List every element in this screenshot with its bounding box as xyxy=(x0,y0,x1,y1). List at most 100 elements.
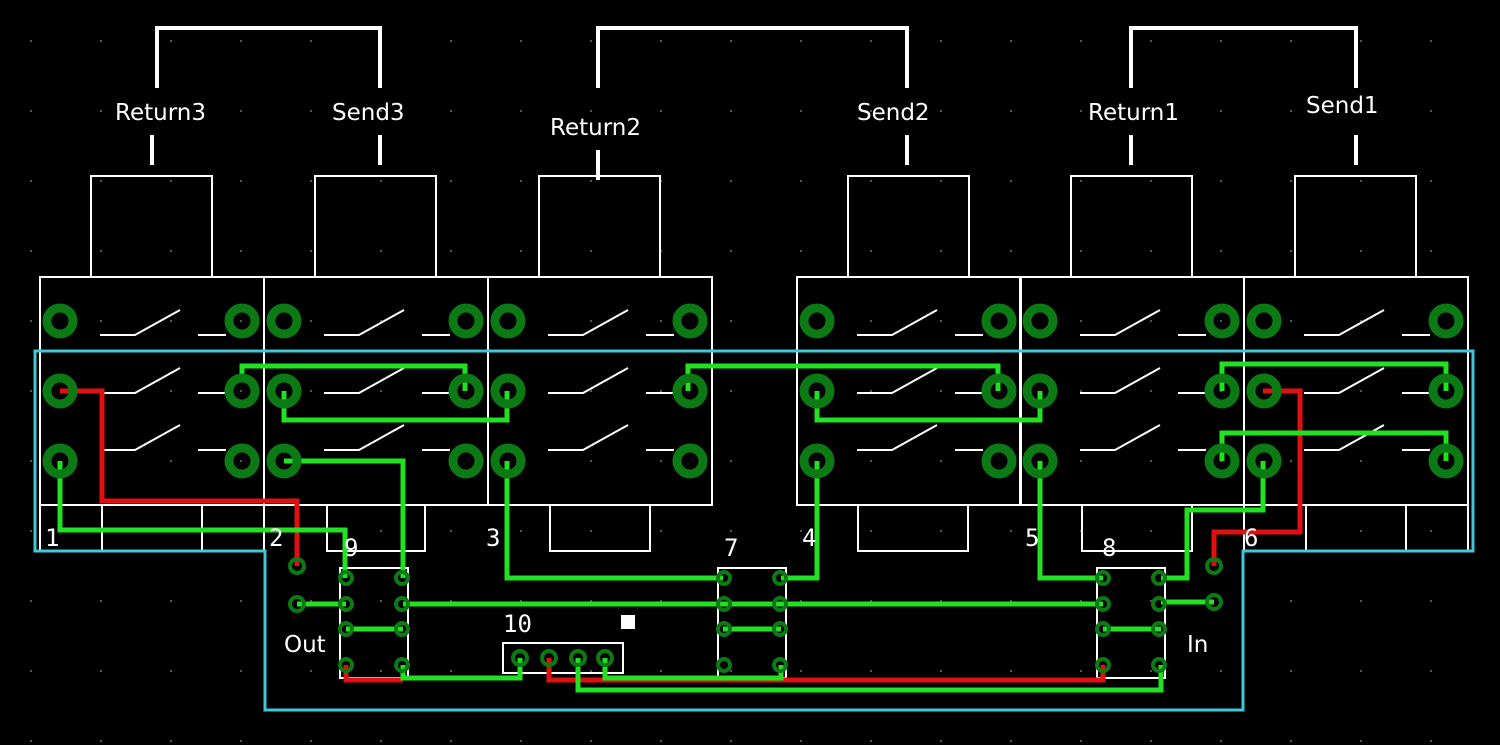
grid-dot xyxy=(940,600,942,602)
jack-pad xyxy=(981,373,1017,409)
grid-dot xyxy=(1080,250,1082,252)
switch-contact xyxy=(1080,424,1161,451)
ic-pad xyxy=(338,596,354,612)
top-trace xyxy=(1211,388,1303,566)
grid-dots xyxy=(30,40,1432,742)
grid-dot xyxy=(1290,460,1292,462)
grid-dot xyxy=(380,390,382,392)
io-pad xyxy=(288,557,306,575)
grid-dot xyxy=(940,530,942,532)
grid-dot xyxy=(800,180,802,182)
grid-dot xyxy=(100,740,102,742)
jack-bracket xyxy=(1129,26,1358,88)
jack-barrel xyxy=(1070,175,1193,278)
grid-dot xyxy=(310,180,312,182)
jack-bracket xyxy=(155,26,382,88)
jack-pad xyxy=(266,303,302,339)
jack-pad xyxy=(981,303,1017,339)
grid-dot xyxy=(310,110,312,112)
grid-dot xyxy=(730,250,732,252)
jack-pad xyxy=(1022,303,1058,339)
grid-dot xyxy=(1150,740,1152,742)
grid-dot xyxy=(590,460,592,462)
switch-contact xyxy=(1080,309,1161,336)
grid-dot xyxy=(660,530,662,532)
grid-dot xyxy=(730,670,732,672)
grid-dot xyxy=(870,460,872,462)
grid-dot xyxy=(1010,180,1012,182)
ic-pad xyxy=(1151,570,1167,586)
jack-pad xyxy=(448,303,484,339)
jack-pad xyxy=(672,443,708,479)
bottom-trace xyxy=(57,461,348,578)
grid-dot xyxy=(1430,40,1432,42)
grid-dot xyxy=(170,460,172,462)
jack-pad xyxy=(799,443,835,479)
grid-dot xyxy=(240,670,242,672)
switch-contact xyxy=(1304,424,1385,451)
grid-dot xyxy=(660,460,662,462)
jack-pad xyxy=(981,443,1017,479)
grid-dot xyxy=(520,180,522,182)
grid-dot xyxy=(30,530,32,532)
switch-contact xyxy=(548,424,629,451)
grid-dot xyxy=(1080,180,1082,182)
grid-dot xyxy=(660,110,662,112)
grid-dot xyxy=(1220,110,1222,112)
ic-pad xyxy=(716,570,732,586)
grid-dot xyxy=(1010,670,1012,672)
ic-pad xyxy=(716,657,732,673)
grid-dot xyxy=(730,530,732,532)
jack-pad xyxy=(1428,303,1464,339)
grid-dot xyxy=(870,390,872,392)
grid-dot xyxy=(1010,530,1012,532)
grid-dot xyxy=(1220,180,1222,182)
grid-dot xyxy=(870,740,872,742)
grid-dot xyxy=(240,110,242,112)
grid-dot xyxy=(1080,110,1082,112)
grid-dot xyxy=(800,530,802,532)
grid-dot xyxy=(100,670,102,672)
part-number-8: 8 xyxy=(1102,534,1116,562)
bottom-trace xyxy=(1161,461,1266,581)
ic-pad xyxy=(1095,657,1111,673)
grid-dot xyxy=(1150,320,1152,322)
connector-pad xyxy=(540,649,558,667)
grid-dot xyxy=(660,320,662,322)
ic-pad xyxy=(338,657,354,673)
grid-dot xyxy=(590,740,592,742)
pad-layer xyxy=(42,303,1464,673)
part-number-3: 3 xyxy=(486,524,500,552)
ic-pad xyxy=(1095,621,1111,637)
grid-dot xyxy=(730,740,732,742)
grid-dot xyxy=(730,320,732,322)
grid-dot xyxy=(1290,180,1292,182)
part-number-2: 2 xyxy=(269,524,283,552)
ic-pad xyxy=(338,621,354,637)
grid-dot xyxy=(100,40,102,42)
grid-dot xyxy=(30,40,32,42)
grid-dot xyxy=(870,110,872,112)
ic-pad xyxy=(394,596,410,612)
grid-dot xyxy=(730,180,732,182)
jack-barrel xyxy=(847,175,970,278)
grid-dot xyxy=(380,110,382,112)
grid-dot xyxy=(1150,530,1152,532)
grid-dot xyxy=(1290,40,1292,42)
grid-dot xyxy=(100,250,102,252)
bottom-trace xyxy=(602,658,784,681)
grid-dot xyxy=(590,110,592,112)
grid-dot xyxy=(1010,740,1012,742)
grid-dot xyxy=(1220,320,1222,322)
grid-dot xyxy=(660,670,662,672)
jack-label-return2: Return2 xyxy=(550,115,641,141)
grid-dot xyxy=(1430,740,1432,742)
jack-label-send1: Send1 xyxy=(1306,93,1379,119)
grid-dot xyxy=(310,320,312,322)
grid-dot xyxy=(1220,740,1222,742)
grid-dot xyxy=(520,600,522,602)
grid-dot xyxy=(30,460,32,462)
grid-dot xyxy=(1150,390,1152,392)
grid-dot xyxy=(1430,180,1432,182)
jack-pad xyxy=(1204,443,1240,479)
